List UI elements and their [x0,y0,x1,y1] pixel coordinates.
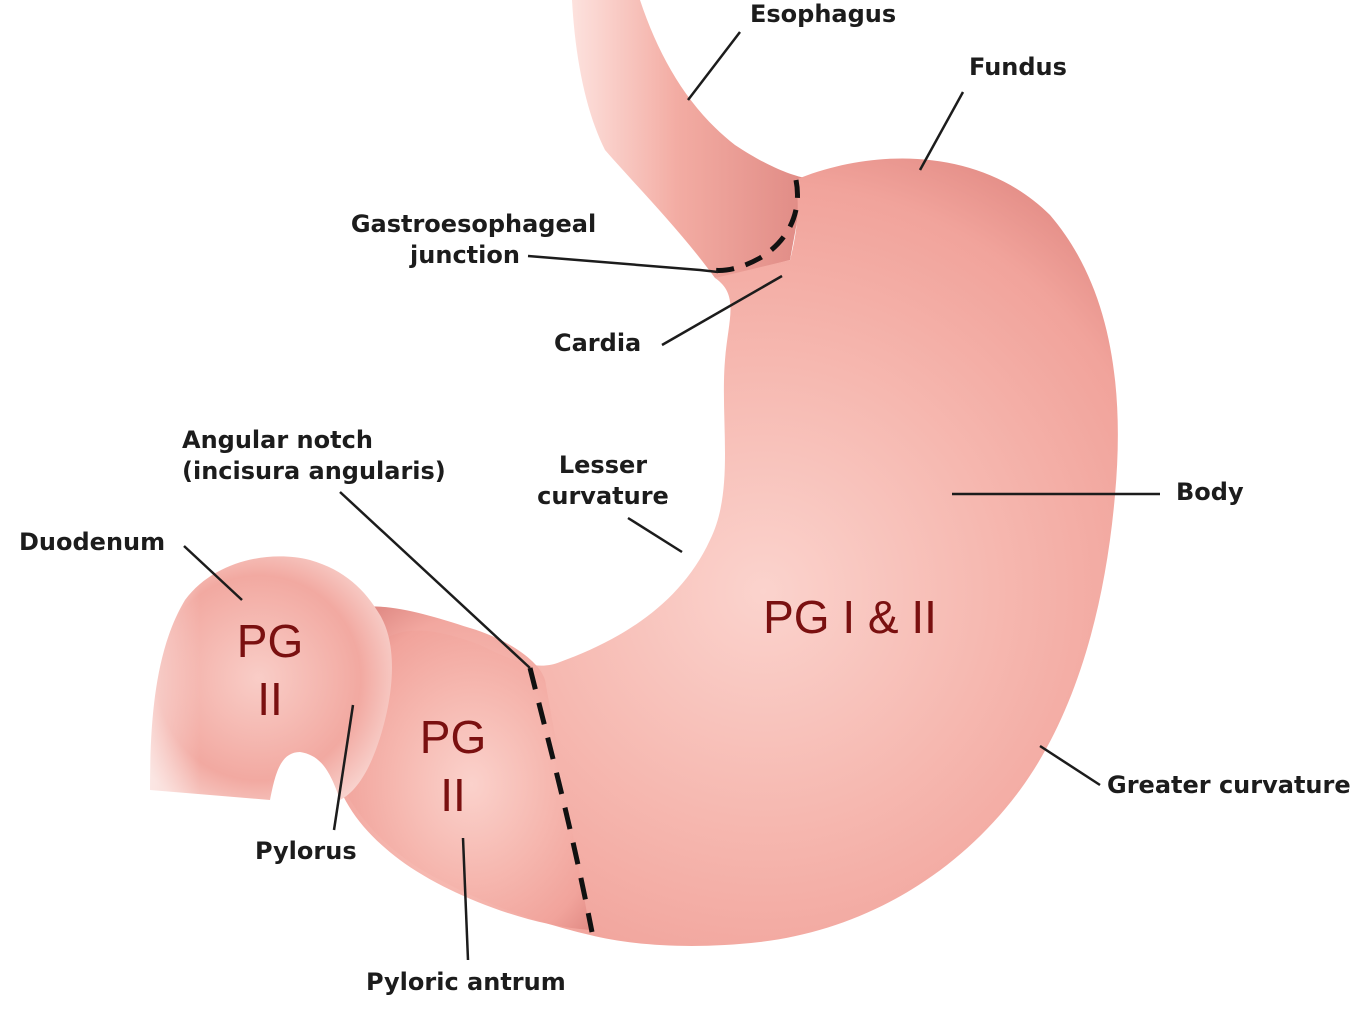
label-cardia: Cardia [554,329,642,357]
region-antrum-line2: II [440,769,466,821]
antrum-shape [327,606,590,930]
label-pylorus: Pylorus [255,837,357,865]
label-lesser-curvature-line2: curvature [537,482,669,510]
region-antrum-line1: PG [419,711,487,763]
leader-lines [183,31,1160,961]
label-pyloric-antrum: Pyloric antrum [366,968,566,996]
label-angular-notch-line2: (incisura angularis) [182,457,446,485]
region-body-pg: PG I & II [763,591,937,643]
antrum-boundary-dashed-line [527,667,595,933]
label-duodenum: Duodenum [19,528,166,556]
label-angular-notch: Angular notch (incisura angularis) [182,425,446,487]
duodenum-shape [150,556,392,800]
label-ge-junction-line1: Gastroesophageal [350,210,597,238]
label-body: Body [1176,478,1244,506]
region-antrum-pg: PG II [393,708,513,824]
esophagus-shape [572,0,805,278]
label-ge-junction-line2: junction [410,241,520,269]
ge-junction-dashed-line [711,179,800,273]
label-angular-notch-line1: Angular notch [182,426,373,454]
region-duodenum-pg: PG II [210,612,330,728]
label-lesser-curvature-line1: Lesser [558,451,648,479]
label-gastroesophageal-junction: Gastroesophageal junction [346,209,601,271]
label-fundus: Fundus [969,53,1067,81]
label-greater-curvature: Greater curvature [1107,771,1351,799]
label-lesser-curvature: Lesser curvature [530,450,676,512]
region-duodenum-line1: PG [236,615,304,667]
region-duodenum-line2: II [257,673,283,725]
label-esophagus: Esophagus [750,0,897,28]
